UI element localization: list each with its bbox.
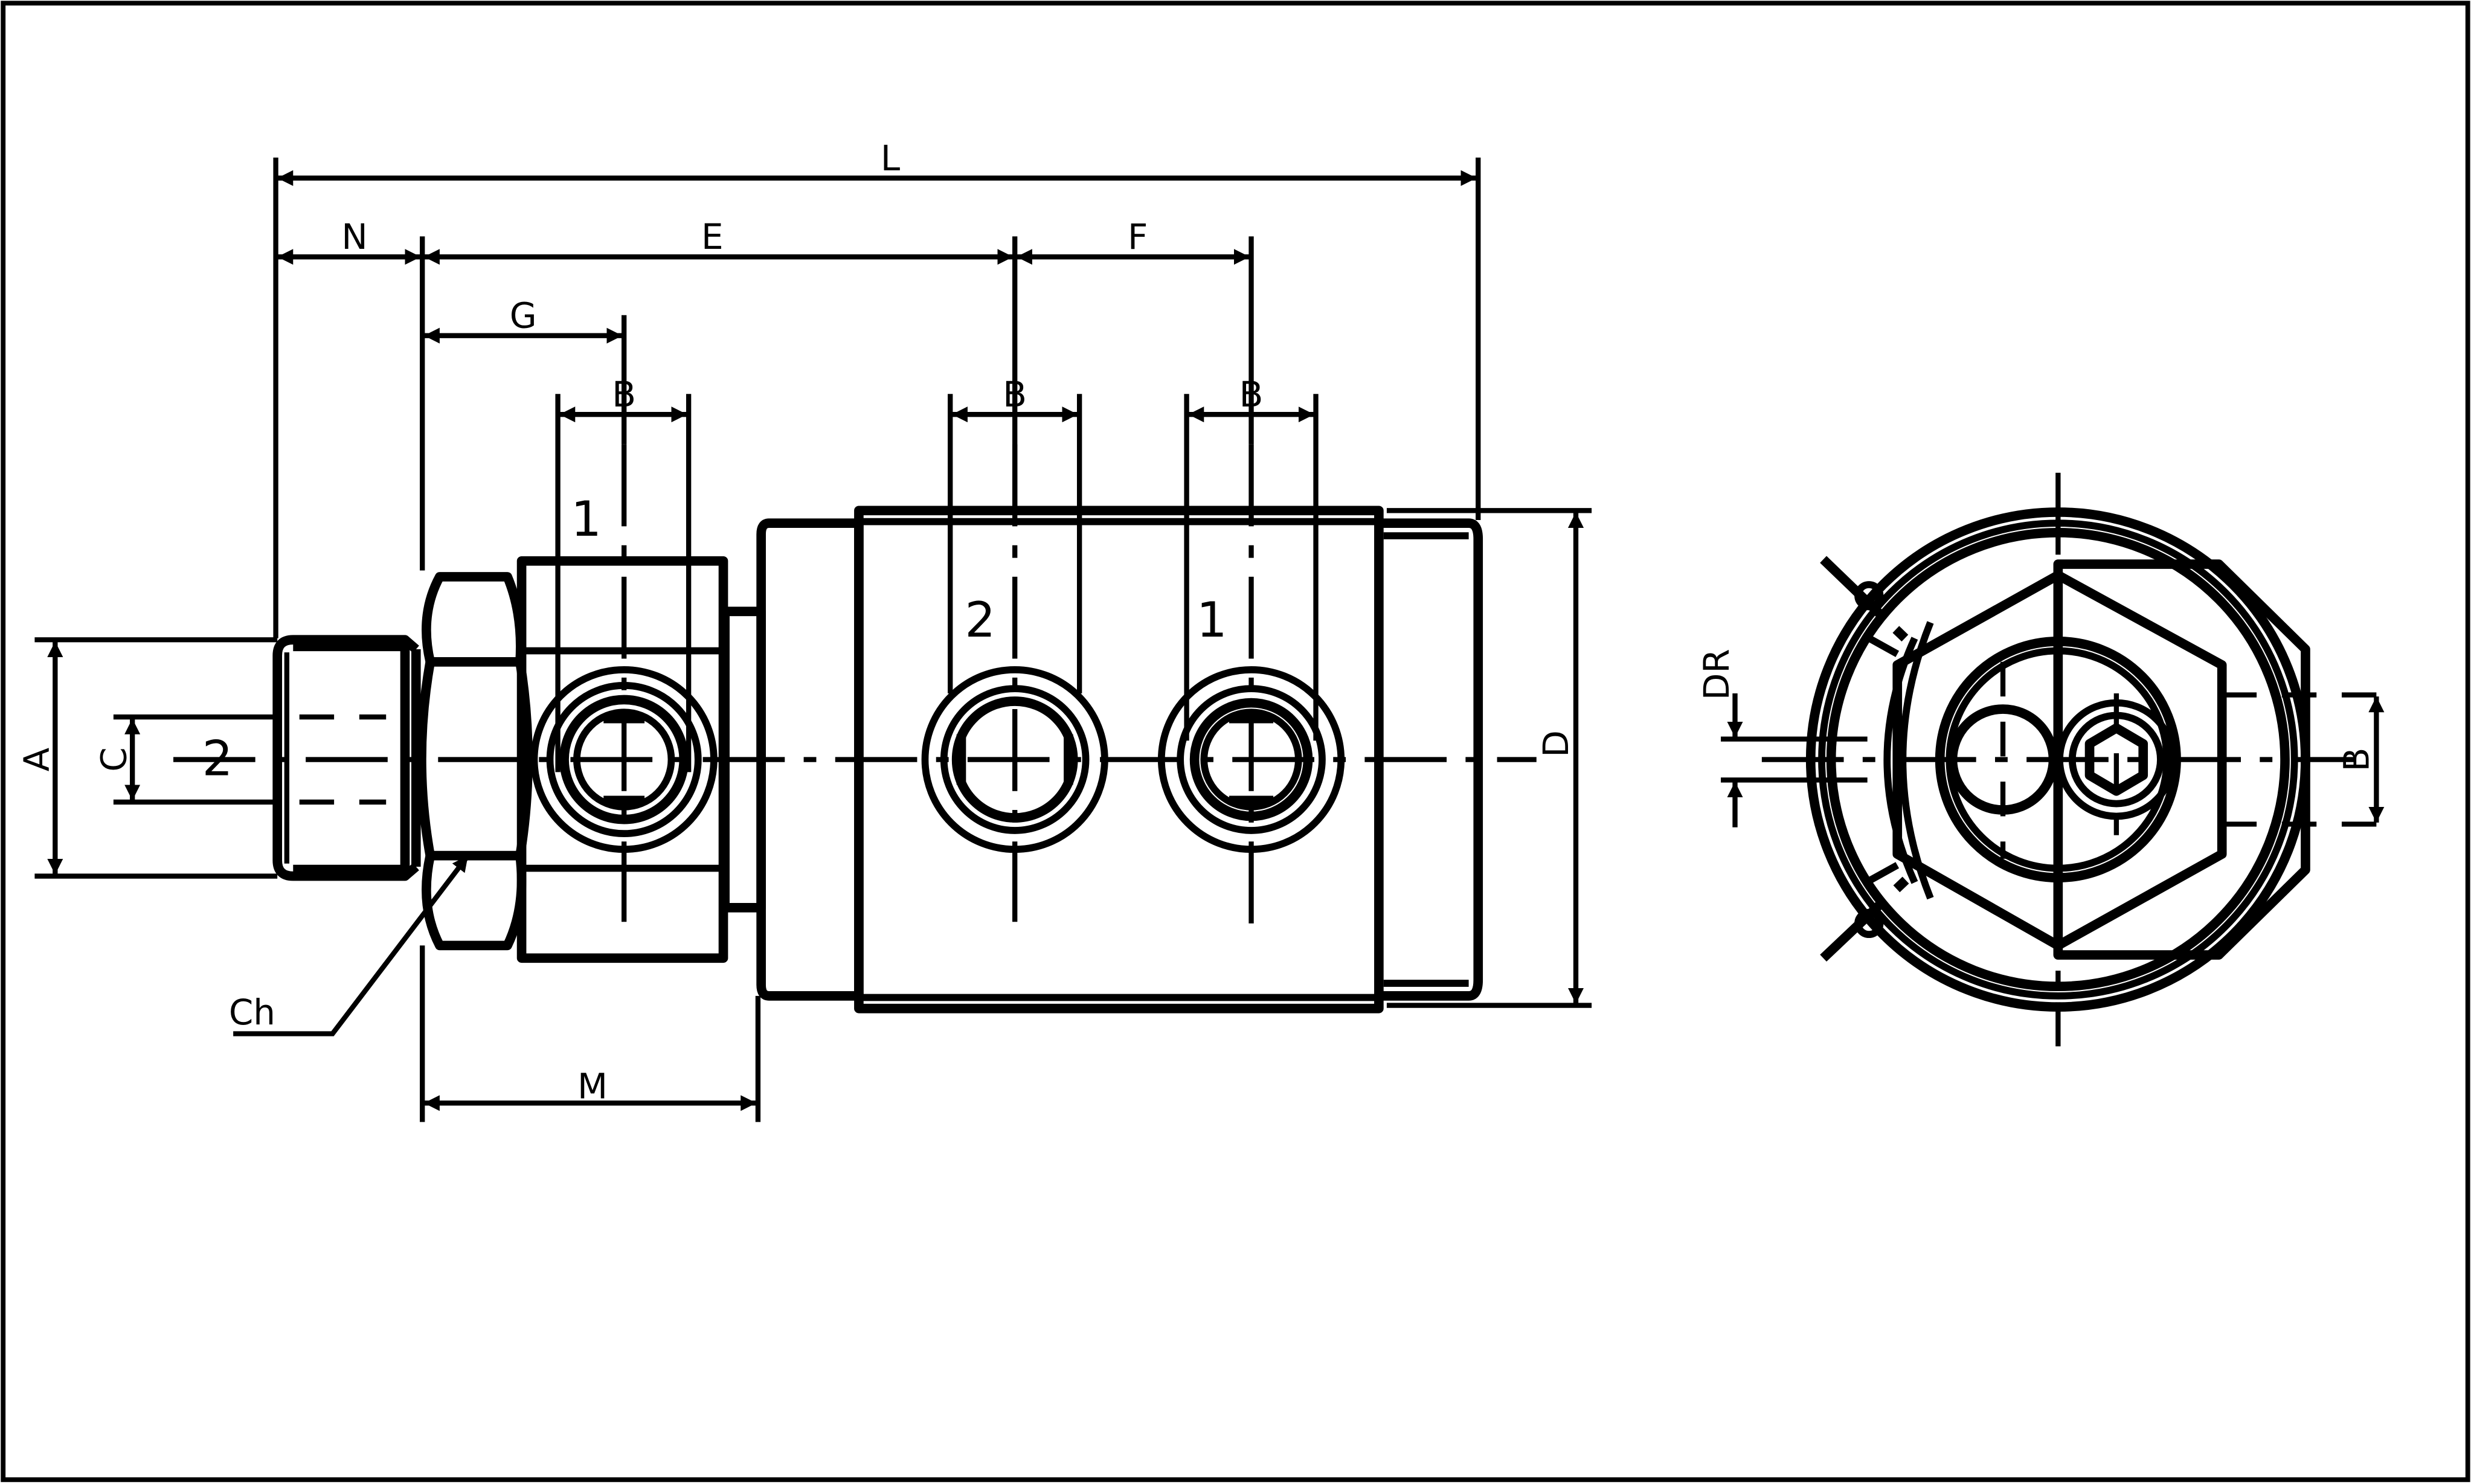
end-view: DR B: [1696, 472, 2395, 1047]
end-hex: [1892, 570, 2227, 951]
dim-C: C: [94, 747, 135, 771]
dim-M: M: [577, 1065, 608, 1107]
port-label-inlet: 2: [202, 731, 233, 787]
dim-N: N: [341, 216, 367, 257]
flange: [756, 518, 864, 1001]
port-label-right: 1: [1197, 592, 1227, 648]
side-view: L N E F G B B B M Ch A C D 2 1 2 1: [16, 138, 1592, 1122]
port-label-mid: 2: [965, 592, 995, 648]
left-port-block: [516, 444, 728, 963]
dim-A: A: [16, 747, 57, 771]
dimension-lines: [47, 170, 1584, 1111]
end-flange: [2053, 559, 2310, 960]
hex-socket-icon: [2084, 723, 2148, 796]
port-label-left: 1: [571, 491, 602, 547]
extension-lines: [34, 157, 1592, 1122]
dim-L: L: [881, 138, 900, 179]
dim-B-right: B: [1239, 374, 1264, 415]
main-body: [854, 444, 1384, 1013]
dim-B-left: B: [612, 374, 636, 415]
dim-E: E: [701, 216, 724, 257]
dim-B-end-view: B: [2336, 748, 2377, 772]
dim-DR: DR: [1696, 649, 1737, 700]
dim-F: F: [1128, 216, 1148, 257]
dim-B-mid: B: [1003, 374, 1027, 415]
threaded-inlet: [272, 635, 421, 881]
dim-Ch: Ch: [229, 992, 275, 1033]
dim-G: G: [510, 295, 537, 336]
dim-D: D: [1535, 730, 1576, 757]
end-shaft: [1378, 518, 1483, 1001]
